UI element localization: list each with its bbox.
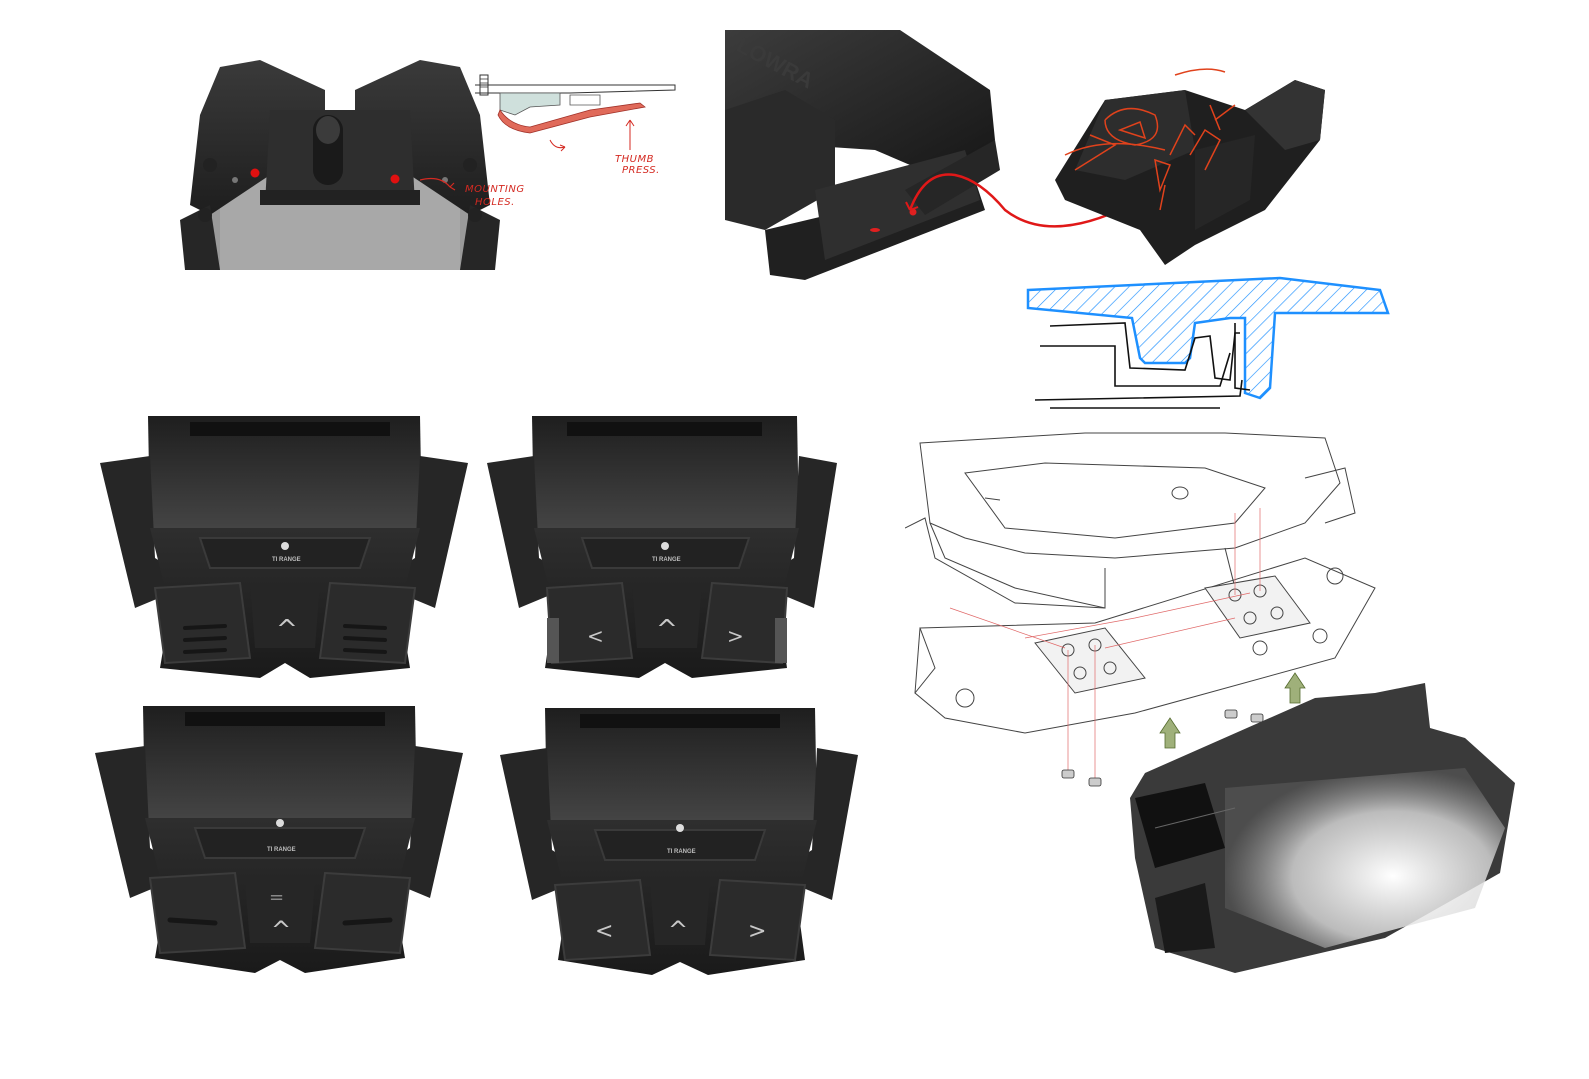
thumb-label: THUMB <box>615 154 654 165</box>
insert-arrow-right-icon <box>1284 672 1306 704</box>
module-label: TI RANGE <box>652 557 681 563</box>
arrow-right-icon: > <box>727 624 744 648</box>
mounting-hole-left-marker <box>250 168 260 178</box>
module-label: TI RANGE <box>667 849 696 855</box>
insert-arrow-left-icon <box>1159 717 1181 749</box>
arrow-left-icon: < <box>595 919 613 944</box>
holes-label: HOLES. <box>475 197 515 208</box>
arrow-up-icon: ^ <box>276 615 298 645</box>
mounting-hole-right-marker <box>390 174 400 184</box>
variant-2-render: TI RANGE < > ^ <box>487 416 837 678</box>
variant-4-render: TI RANGE < > ^ <box>500 708 858 975</box>
variant-1-render: TI RANGE ^ <box>100 416 468 678</box>
variant-3-render: TI RANGE = ^ <box>95 706 463 973</box>
thumb-press-section-sketch: THUMB PRESS. <box>475 74 676 175</box>
mounting-label: MOUNTING <box>465 184 525 195</box>
press-label: PRESS. <box>622 165 660 175</box>
arrow-right-icon: > <box>748 919 766 944</box>
grip-icon: = <box>269 887 284 908</box>
installed-unit-render <box>1055 68 1325 265</box>
arrow-up-icon: ^ <box>668 916 688 944</box>
arrow-up-icon: ^ <box>656 615 678 645</box>
angled-mount-render: LOWRA <box>725 30 1000 280</box>
module-label: TI RANGE <box>267 847 296 853</box>
top-view-mount-render <box>180 60 500 270</box>
arrow-left-icon: < <box>587 624 604 648</box>
arrow-up-icon: ^ <box>271 916 291 944</box>
red-cable-link <box>905 173 1131 228</box>
mounting-holes-callout: MOUNTING HOLES. <box>420 177 525 208</box>
exploded-assembly-sketch <box>905 432 1515 973</box>
module-label: TI RANGE <box>272 557 301 563</box>
rail-cross-section-sketch <box>1026 276 1390 409</box>
